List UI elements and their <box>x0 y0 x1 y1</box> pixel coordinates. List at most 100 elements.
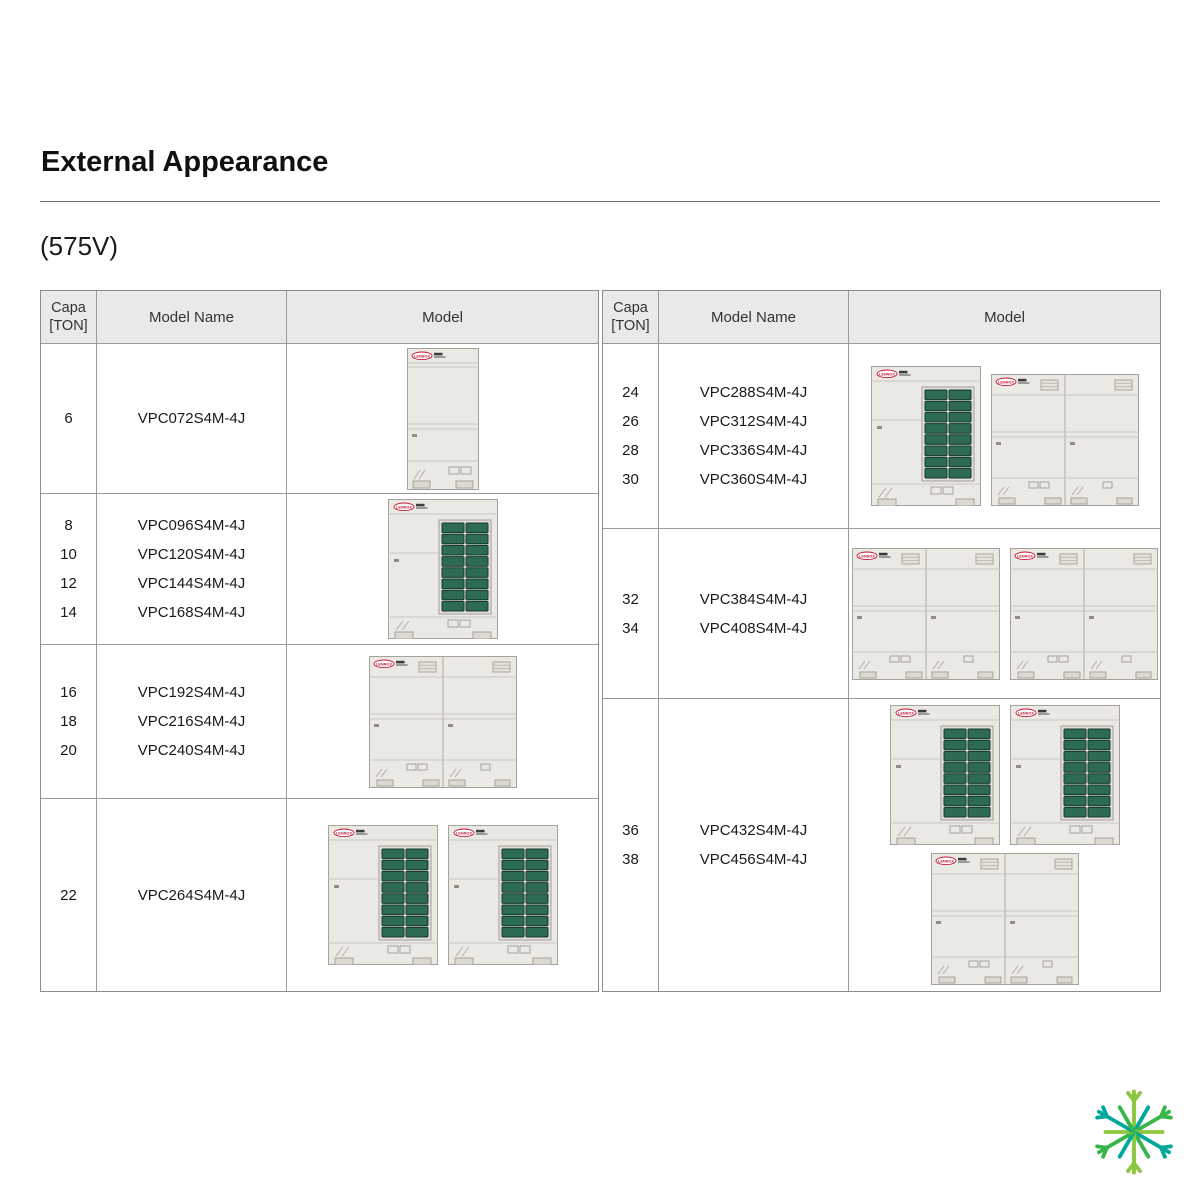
unit-image-row: LENNOX <box>930 853 1079 985</box>
capacity-value: 16 <box>60 684 77 701</box>
capacity-value: 30 <box>622 471 639 488</box>
capacity-value: 28 <box>622 442 639 459</box>
capacity-value: 12 <box>60 575 77 592</box>
capacity-cell: 16 18 20 <box>41 645 97 799</box>
svg-text:LENNOX: LENNOX <box>1018 711 1034 715</box>
voltage-subtitle: (575V) <box>40 231 119 261</box>
unit-illustration-single-grid: LENNOX <box>447 825 558 966</box>
capacity-value: 24 <box>622 384 639 401</box>
model-name: VPC432S4M-4J <box>699 822 808 839</box>
title-divider <box>40 201 1160 202</box>
svg-text:LENNOX: LENNOX <box>938 859 954 863</box>
model-image-cell: LENNOX <box>287 645 598 799</box>
capacity-value: 26 <box>622 413 639 430</box>
header-capa: Capa [TON] <box>603 291 659 344</box>
model-image-cell: LENNOX LENNOX <box>849 529 1160 699</box>
header-capa-line: Capa <box>613 300 648 316</box>
svg-text:LENNOX: LENNOX <box>879 372 895 376</box>
capacity-cell: 24 26 28 30 <box>603 344 659 529</box>
header-capa-line: [TON] <box>49 318 88 334</box>
model-image-cell: LENNOX LENNOX <box>287 799 598 991</box>
capacity-value: 10 <box>60 546 77 563</box>
svg-text:LENNOX: LENNOX <box>898 711 914 715</box>
unit-illustration-single-grid: LENNOX <box>327 825 438 966</box>
table-row: 22 VPC264S4M-4J LENNOX LENNOX <box>41 799 598 991</box>
model-image-cell: LENNOX LENNOX <box>849 344 1160 529</box>
header-model: Model <box>287 291 598 344</box>
svg-text:LENNOX: LENNOX <box>998 380 1014 384</box>
capacity-value: 32 <box>622 590 639 608</box>
capacity-value: 20 <box>60 742 77 759</box>
model-name: VPC168S4M-4J <box>137 604 246 621</box>
svg-text:LENNOX: LENNOX <box>336 831 352 835</box>
model-name: VPC240S4M-4J <box>137 742 246 759</box>
model-name: VPC144S4M-4J <box>137 575 246 592</box>
unit-image-row: LENNOX <box>406 347 479 490</box>
model-name: VPC336S4M-4J <box>699 442 808 459</box>
svg-text:LENNOX: LENNOX <box>414 354 430 358</box>
model-name: VPC192S4M-4J <box>137 684 246 701</box>
model-name: VPC360S4M-4J <box>699 471 808 488</box>
model-name-cell: VPC384S4M-4J VPC408S4M-4J <box>659 529 849 699</box>
header-capa-line: [TON] <box>611 318 650 334</box>
unit-illustration-single-grid: LENNOX <box>387 499 498 640</box>
unit-image-row: LENNOX <box>387 499 498 640</box>
capacity-cell: 36 38 <box>603 699 659 991</box>
unit-illustration-slim-plain: LENNOX <box>406 347 479 490</box>
unit-image-row: LENNOX LENNOX <box>889 705 1120 846</box>
svg-text:LENNOX: LENNOX <box>396 505 412 509</box>
capacity-value: 18 <box>60 713 77 730</box>
unit-illustration-single-grid: LENNOX <box>889 705 1000 846</box>
svg-text:LENNOX: LENNOX <box>859 554 875 558</box>
header-capa-line: Capa <box>51 300 86 316</box>
capacity-value: 14 <box>60 604 77 621</box>
unit-image-row: LENNOX LENNOX <box>327 825 558 966</box>
unit-illustration-double-plain: LENNOX <box>368 655 517 788</box>
unit-illustration-single-grid: LENNOX <box>1009 705 1120 846</box>
unit-illustration-double-plain: LENNOX <box>851 547 1000 680</box>
svg-text:LENNOX: LENNOX <box>376 662 392 666</box>
svg-text:LENNOX: LENNOX <box>1017 554 1033 558</box>
table-row: 24 26 28 30 VPC288S4M-4J VPC312S4M-4J VPC336S4… <box>603 344 1160 529</box>
model-name: VPC288S4M-4J <box>699 384 808 401</box>
model-name-cell: VPC288S4M-4J VPC312S4M-4J VPC336S4M-4J VPC3… <box>659 344 849 529</box>
unit-image-row: LENNOX <box>368 655 517 788</box>
capacity-value: 36 <box>622 822 639 839</box>
unit-illustration-double-plain: LENNOX <box>990 374 1139 506</box>
unit-illustration-double-plain: LENNOX <box>930 853 1079 985</box>
table-row: 16 18 20 VPC192S4M-4J VPC216S4M-4J VPC240S4M-… <box>41 645 598 799</box>
model-name: VPC408S4M-4J <box>699 619 808 637</box>
unit-illustration-single-grid: LENNOX <box>870 366 981 507</box>
unit-illustration-double-plain: LENNOX <box>1009 547 1158 680</box>
table-row: 6 VPC072S4M-4J LENNOX <box>41 344 598 494</box>
model-image-cell: LENNOX LENNOX LENNOX <box>849 699 1160 991</box>
capacity-value: 22 <box>60 886 77 904</box>
model-name: VPC264S4M-4J <box>137 886 246 904</box>
model-name: VPC216S4M-4J <box>137 713 246 730</box>
model-name: VPC312S4M-4J <box>699 413 808 430</box>
capacity-cell: 8 10 12 14 <box>41 494 97 645</box>
header-model: Model <box>849 291 1160 344</box>
page-title: External Appearance <box>41 146 329 178</box>
unit-image-row: LENNOX LENNOX <box>851 547 1158 680</box>
capacity-cell: 6 <box>41 344 97 494</box>
capacity-value: 38 <box>622 851 639 868</box>
capacity-value: 8 <box>64 517 73 534</box>
model-name-cell: VPC264S4M-4J <box>97 799 287 991</box>
model-name: VPC072S4M-4J <box>137 410 246 427</box>
header-capa: Capa [TON] <box>41 291 97 344</box>
model-name: VPC384S4M-4J <box>699 590 808 608</box>
model-name: VPC456S4M-4J <box>699 851 808 868</box>
table-row: 36 38 VPC432S4M-4J VPC456S4M-4J LENNOX LENN… <box>603 699 1160 991</box>
header-model-name: Model Name <box>659 291 849 344</box>
lennox-spark-snowflake-icon <box>1088 1082 1180 1182</box>
model-image-cell: LENNOX <box>287 344 598 494</box>
capacity-value: 6 <box>64 410 73 427</box>
